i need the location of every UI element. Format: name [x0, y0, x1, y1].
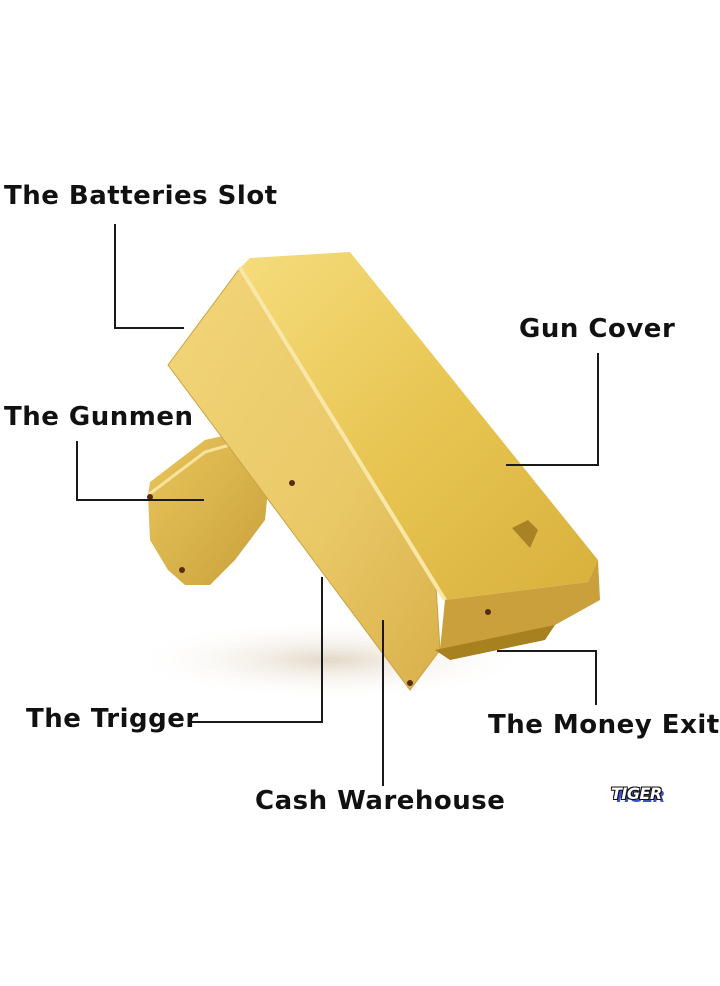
connector-line [506, 464, 599, 466]
label-batteries-slot: The Batteries Slot [4, 181, 278, 211]
connector-line [76, 441, 78, 501]
connector-line [114, 224, 116, 328]
connector-line [192, 721, 323, 723]
label-cash-warehouse: Cash Warehouse [255, 786, 506, 816]
label-money-exit: The Money Exit [488, 710, 720, 740]
connector-line [76, 499, 204, 501]
connector-line [382, 620, 384, 786]
connector-line [321, 577, 323, 723]
label-trigger: The Trigger [26, 704, 199, 734]
connector-line [597, 353, 599, 466]
connector-line [595, 650, 597, 705]
connector-line [114, 327, 184, 329]
label-gunmen: The Gunmen [4, 402, 194, 432]
label-gun-cover: Gun Cover [519, 314, 676, 344]
connector-line [497, 650, 597, 652]
tiger-logo: TIGER [611, 784, 662, 803]
